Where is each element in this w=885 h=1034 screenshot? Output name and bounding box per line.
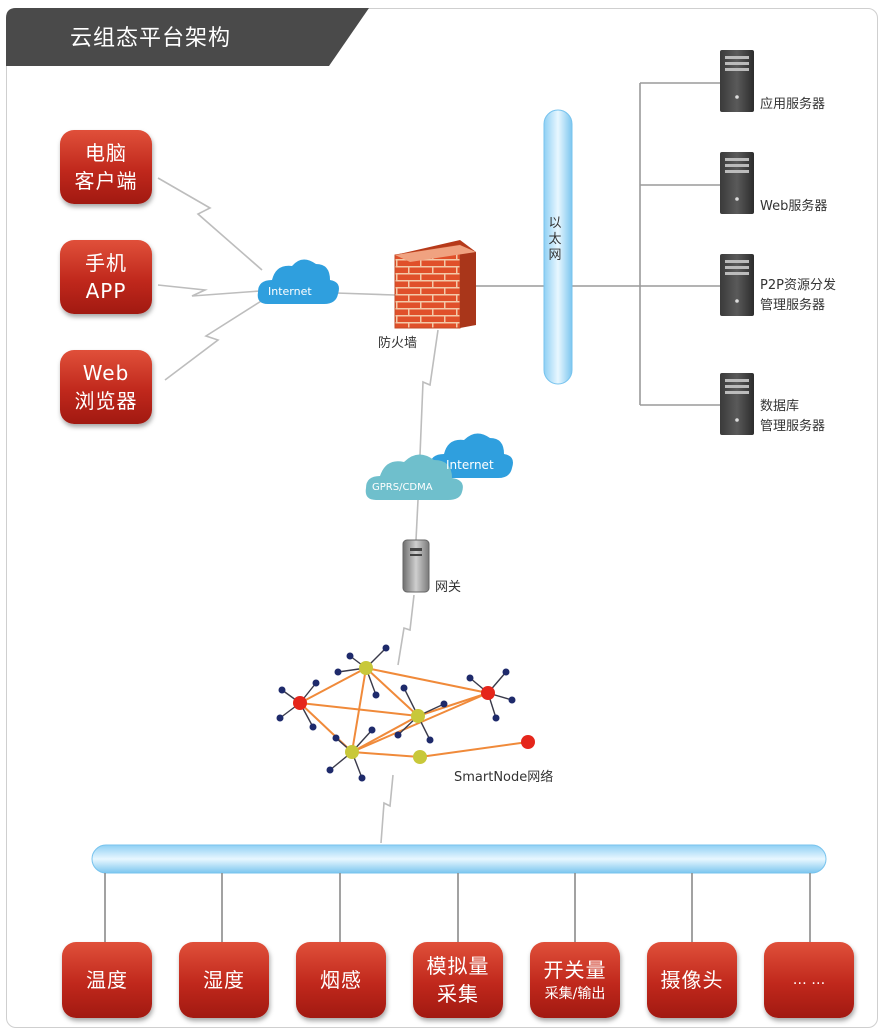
cloud-internet-icon — [257, 259, 339, 304]
client-box-app: 手机 APP — [60, 240, 152, 314]
server-line: P2P资源分发 — [760, 278, 836, 293]
link-app-cloud — [157, 284, 261, 297]
device-line: 模拟量 — [426, 954, 490, 978]
ethernet-char: 太 — [548, 232, 562, 247]
client-box-web: Web 浏览器 — [60, 350, 152, 424]
cloud-internet-mid-label: Internet — [446, 458, 494, 472]
ethernet-char: 以 — [548, 216, 562, 231]
diagram-frame — [6, 8, 878, 1028]
smartnode-mesh — [276, 644, 535, 782]
server-icon — [720, 254, 754, 316]
client-line: Web — [82, 361, 130, 385]
device-box-camera: 摄像头 — [647, 942, 737, 1018]
device-box-humidity: 湿度 — [179, 942, 269, 1018]
device-box-temperature: 温度 — [62, 942, 152, 1018]
cloud-gprs-icon — [365, 454, 463, 500]
cloud-internet-mid-icon — [429, 433, 513, 478]
server-label-web: Web服务器 — [760, 199, 828, 214]
link-firewall-gprs — [419, 329, 439, 456]
client-line: 手机 — [85, 251, 127, 275]
gateway-icon — [402, 539, 430, 593]
device-line: 采集 — [437, 982, 479, 1006]
device-line: 摄像头 — [660, 968, 724, 992]
device-line: 开关量 — [543, 958, 607, 982]
device-box-analog: 模拟量 采集 — [413, 942, 503, 1018]
link-gateway-mesh — [397, 594, 415, 666]
link-cloud-firewall — [335, 292, 396, 296]
ethernet-pipe — [543, 109, 573, 385]
server-line: 管理服务器 — [760, 298, 826, 313]
server-label-app: 应用服务器 — [760, 97, 826, 112]
link-web-cloud — [164, 297, 267, 381]
smartnode-label: SmartNode网络 — [454, 770, 554, 785]
device-line: 湿度 — [203, 968, 245, 992]
device-box-switch: 开关量 采集/输出 — [530, 942, 620, 1018]
server-line: 数据库 — [760, 399, 800, 414]
server-line: 管理服务器 — [760, 419, 826, 434]
field-bus-pipe — [91, 844, 827, 874]
client-line: 电脑 — [85, 141, 127, 165]
client-line: 浏览器 — [74, 389, 138, 413]
server-icon — [720, 152, 754, 214]
gateway-label: 网关 — [435, 580, 462, 595]
server-icon — [720, 50, 754, 112]
client-box-pc: 电脑 客户端 — [60, 130, 152, 204]
device-box-smoke: 烟感 — [296, 942, 386, 1018]
title-tab-shape — [6, 8, 369, 66]
device-line: 烟感 — [320, 968, 362, 992]
device-line: … … — [792, 972, 826, 988]
firewall-icon — [394, 240, 476, 329]
client-line: APP — [85, 279, 127, 303]
page-title: 云组态平台架构 — [70, 26, 232, 51]
ethernet-char: 网 — [548, 248, 562, 263]
link-mesh-bus — [380, 774, 394, 844]
client-line: 客户端 — [74, 169, 138, 193]
firewall-label: 防火墙 — [378, 336, 418, 351]
cloud-internet-label: Internet — [268, 285, 312, 298]
server-label-db: 数据库 管理服务器 — [760, 397, 825, 437]
device-line: 温度 — [86, 968, 128, 992]
cloud-gprs-label: GPRS/CDMA — [372, 482, 433, 493]
link-pc-cloud — [157, 177, 263, 271]
server-label-p2p: P2P资源分发 管理服务器 — [760, 276, 836, 316]
device-box-more: … … — [764, 942, 854, 1018]
server-icon — [720, 373, 754, 435]
bus-drops — [104, 873, 811, 942]
device-line: 采集/输出 — [544, 986, 606, 1002]
ethernet-label: 以 太 网 — [548, 216, 562, 264]
